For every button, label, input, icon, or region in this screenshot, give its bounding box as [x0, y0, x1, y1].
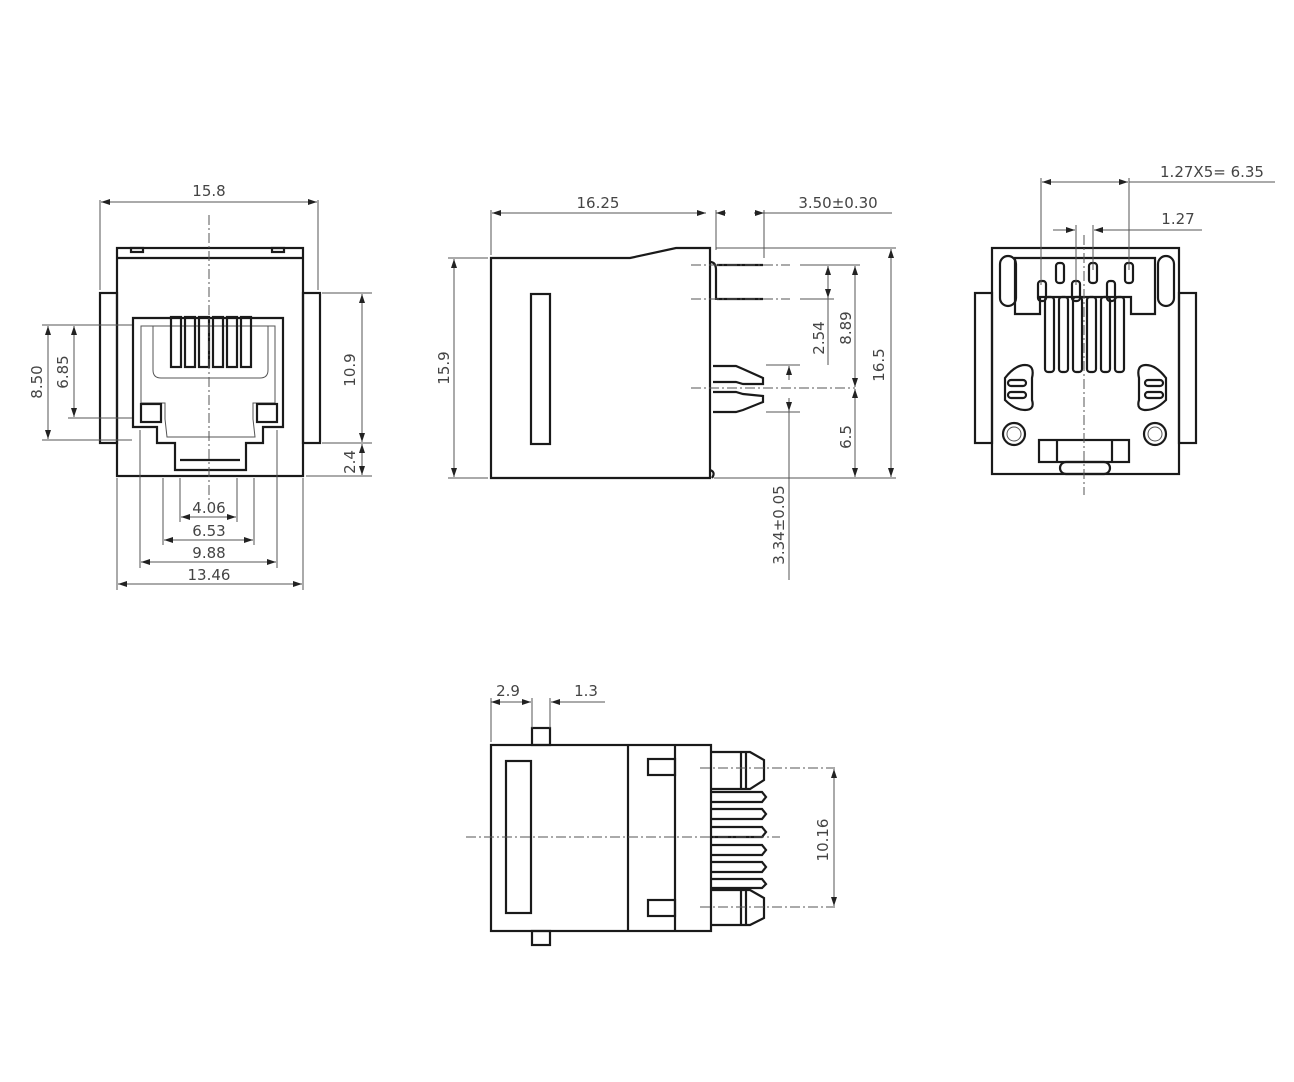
dim-side-body-length: 16.25: [577, 194, 620, 212]
dim-front-w3: 9.88: [192, 544, 225, 562]
rear-view: 1.27X5= 6.35 1.27: [973, 163, 1275, 495]
dim-front-bottom-offset: 2.4: [341, 450, 359, 474]
dim-top-post-spacing: 10.16: [814, 819, 832, 862]
dim-side-pin-length: 3.50±0.30: [798, 194, 877, 212]
dim-front-w1: 4.06: [192, 499, 225, 517]
dim-front-opening-height: 8.50: [28, 365, 46, 398]
dim-side-overall-height: 16.5: [870, 348, 888, 381]
top-pins: [712, 790, 768, 890]
dim-side-body-height: 15.9: [435, 351, 453, 384]
dim-top-post-width: 1.3: [574, 682, 598, 700]
dim-side-pin-pitch: 2.54: [810, 321, 828, 354]
dim-front-body-height: 10.9: [341, 353, 359, 386]
dim-rear-pin-span: 1.27X5= 6.35: [1160, 163, 1264, 181]
dim-front-w4: 13.46: [188, 566, 231, 584]
front-contacts: [169, 315, 253, 369]
dim-front-contact-height: 6.85: [54, 355, 72, 388]
top-view: 2.9 1.3 10.16: [466, 682, 837, 947]
dim-front-width: 15.8: [192, 182, 225, 200]
dim-side-pin-row-height: 8.89: [837, 311, 855, 344]
side-view: 16.25 3.50±0.30 15.9 16.5 2.54 8.89 6.5 …: [435, 194, 896, 580]
dim-rear-pin-pitch: 1.27: [1161, 210, 1194, 228]
dim-side-post-height: 6.5: [837, 425, 855, 449]
front-view: 15.8 10.9 2.4 8.50 6.85 4.06 6.53 9.88 1…: [28, 182, 372, 590]
rear-pins: [1036, 261, 1135, 374]
dim-front-w2: 6.53: [192, 522, 225, 540]
dim-top-post-offset: 2.9: [496, 682, 520, 700]
dim-side-post-offset: 3.34±0.05: [770, 485, 788, 564]
